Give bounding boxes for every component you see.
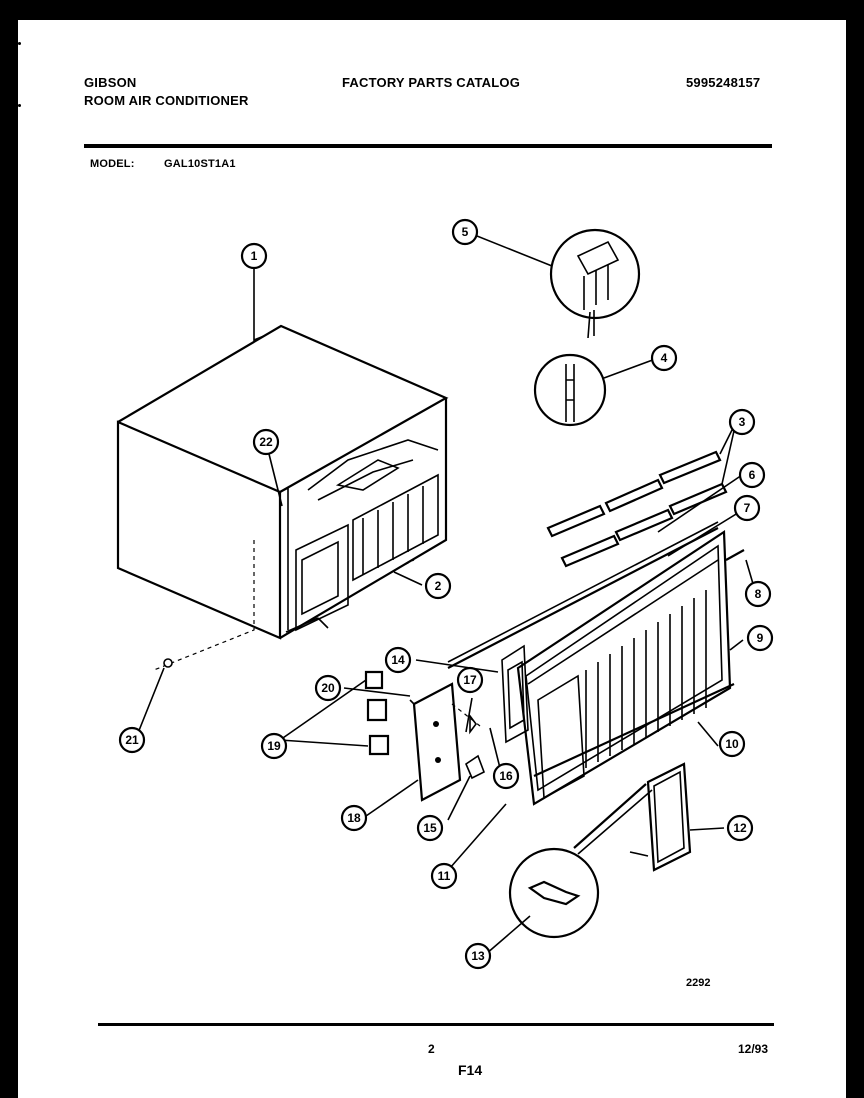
callout-label: 1 <box>251 249 258 263</box>
callout-label: 13 <box>471 949 485 963</box>
callout-label: 18 <box>347 811 361 825</box>
callout-17: 17 <box>456 666 484 694</box>
front-grille-drawing <box>501 530 745 806</box>
catalog-number: 5995248157 <box>686 75 761 90</box>
callout-label: 10 <box>725 737 739 751</box>
callout-3: 3 <box>728 408 756 436</box>
callout-label: 19 <box>267 739 281 753</box>
cabinet-wrapper-drawing <box>116 324 449 671</box>
callout-label: 7 <box>744 501 751 515</box>
model-value: GAL10ST1A1 <box>164 158 236 170</box>
callout-4: 4 <box>650 344 678 372</box>
callout-1: 1 <box>240 242 268 270</box>
callout-label: 8 <box>755 587 762 601</box>
callout-22: 22 <box>252 428 280 456</box>
callout-13: 13 <box>464 942 492 970</box>
leader-lines <box>135 231 757 955</box>
callout-label: 9 <box>757 631 764 645</box>
air-filter-drawing <box>629 762 692 872</box>
callout-8: 8 <box>744 580 772 608</box>
drawing-number: 2292 <box>686 977 710 989</box>
screw-bag-detail-drawing <box>508 783 653 939</box>
screw-drawing <box>163 658 173 668</box>
catalog-title: FACTORY PARTS CATALOG <box>342 75 521 90</box>
callout-10: 10 <box>718 730 746 758</box>
callout-label: 20 <box>321 681 335 695</box>
callout-label: 11 <box>438 869 451 883</box>
callout-label: 5 <box>462 225 469 239</box>
callout-label: 22 <box>259 435 273 449</box>
callout-label: 14 <box>391 653 405 667</box>
callout-16: 16 <box>492 762 520 790</box>
page-number: 2 <box>428 1042 435 1056</box>
seal-detail-drawing <box>533 353 607 427</box>
revision-date: 12/93 <box>738 1042 769 1056</box>
callout-label: 17 <box>463 673 477 687</box>
callout-label: 3 <box>739 415 746 429</box>
callout-21: 21 <box>118 726 146 754</box>
clip-detail-drawing <box>549 228 641 339</box>
parts-catalog-page: GIBSON ROOM AIR CONDITIONER FACTORY PART… <box>18 20 846 1098</box>
callout-11: 11 <box>430 862 458 890</box>
model-label: MODEL: <box>90 158 135 170</box>
callout-12: 12 <box>726 814 754 842</box>
callout-14: 14 <box>384 646 412 674</box>
callout-5: 5 <box>451 218 479 246</box>
callout-9: 9 <box>746 624 774 652</box>
footer-rule <box>98 1023 774 1026</box>
callout-label: 16 <box>499 769 513 783</box>
callout-label: 4 <box>661 351 668 365</box>
callout-label: 21 <box>125 733 139 747</box>
callout-15: 15 <box>416 814 444 842</box>
brand-name: GIBSON <box>84 75 137 90</box>
callout-20: 20 <box>314 674 342 702</box>
callout-label: 2 <box>435 579 442 593</box>
callout-label: 15 <box>423 821 437 835</box>
callout-18: 18 <box>340 804 368 832</box>
control-panel-drawing <box>364 670 486 802</box>
callout-2: 2 <box>424 572 452 600</box>
figure-label: F14 <box>458 1062 483 1078</box>
seal-strips-drawing <box>447 521 735 777</box>
louver-set-drawing <box>546 450 728 568</box>
scan-speck <box>18 42 21 45</box>
callout-19: 19 <box>260 732 288 760</box>
callout-label: 6 <box>749 468 756 482</box>
callout-6: 6 <box>738 461 766 489</box>
header-rule <box>84 144 772 148</box>
callout-7: 7 <box>733 494 761 522</box>
product-name: ROOM AIR CONDITIONER <box>84 93 249 108</box>
callout-label: 12 <box>733 821 747 835</box>
scan-speck <box>18 104 21 107</box>
